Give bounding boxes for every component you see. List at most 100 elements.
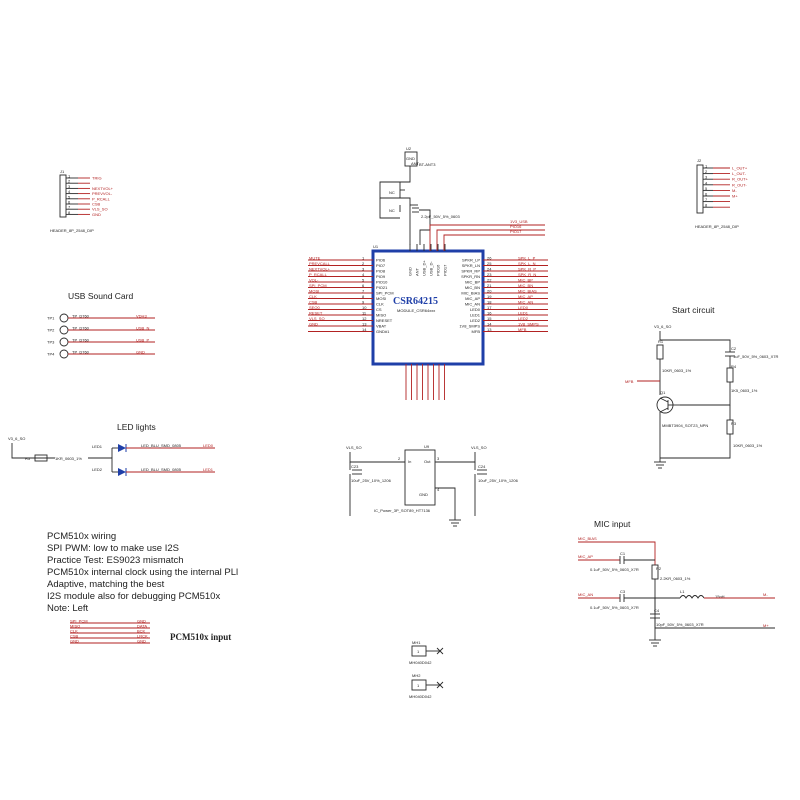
u1-left-pin-number: 7 xyxy=(362,289,365,294)
u1-right-pin-number: 22 xyxy=(487,278,492,283)
j2-net: M+ xyxy=(732,194,738,199)
led1-ref: LED1 xyxy=(92,444,103,449)
u1-right-net: MIC_AP xyxy=(518,294,533,299)
j2-footprint: HEADER_8P_2548_DIP xyxy=(695,224,739,229)
start-circuit-section: Start circuit V3_6_SO R1 10KR_0603_1% C2… xyxy=(625,305,778,469)
u1-left-pin-name: VBAT xyxy=(376,324,387,329)
led-vin: V3_6_SO xyxy=(8,436,25,441)
led1-part: LED_BLU_SMD_0805 xyxy=(141,443,182,448)
u1-right-pin-number: 18 xyxy=(487,300,492,305)
usb-tp-net: GND xyxy=(136,350,145,355)
mic-mminus: M- xyxy=(763,592,768,597)
test-point-icon xyxy=(59,337,69,347)
u1-right-pin-name: SPKR_RP xyxy=(461,269,480,274)
u1-right-pin-number: 26 xyxy=(487,256,492,261)
u1-right-net: LED2 xyxy=(518,316,529,321)
usb-tp-ref: TP1 xyxy=(47,316,55,321)
u1-left-net: NEXTVOL+ xyxy=(309,267,331,272)
mic-input-section: MIC input MIC_BIAS MIC_AP C1 0.1uF_50V_5… xyxy=(578,519,775,647)
r5-value: 1KR_0603_1% xyxy=(55,456,82,461)
u1-left-pin-name: PIO7 xyxy=(376,263,386,268)
mh1-part: MH040D042 xyxy=(409,660,432,665)
u1-left-net: VLS_SO xyxy=(309,316,325,321)
j2-net: L_OUT+ xyxy=(732,166,748,171)
c-nc1: NC xyxy=(389,190,395,195)
u1-ref: U1 xyxy=(373,244,379,249)
u9-pin-in: In xyxy=(408,459,411,464)
u1-right-pin-name: SPKR_RN xyxy=(461,274,480,279)
u1-top-pin-name: PIO17 xyxy=(443,264,448,276)
usb-tp-net: USB_P xyxy=(136,338,149,343)
u1-left-net: SEO0 xyxy=(309,305,320,310)
u1-left-pin-number: 8 xyxy=(362,294,365,299)
u1-right-pin-number: 14 xyxy=(487,322,492,327)
pcm-net-left: MISO xyxy=(70,624,80,629)
u1-left-pin-number: 9 xyxy=(362,300,365,305)
u1-right-pin-number: 21 xyxy=(487,283,492,288)
pcm-net-left: CSB xyxy=(70,634,79,639)
u1-top-net-3: PIO17 xyxy=(510,229,522,234)
u1-left-net: CLK xyxy=(309,294,317,299)
led-lights-section: LED lights V3_6_SO R5 1KR_0603_1% LED1 L… xyxy=(8,422,215,476)
c1-ref: C1 xyxy=(620,551,626,556)
u1-top-pin-name: PIO16 xyxy=(436,264,441,276)
u9-body xyxy=(404,449,436,506)
u1-right-pin-name: 1V8_SMPS xyxy=(459,324,480,329)
j1-pin-number: 8 xyxy=(68,210,71,215)
pcm-net-right: DATA xyxy=(137,624,147,629)
j1-net: P_RCALL xyxy=(92,196,111,201)
j2-pin-number: 8 xyxy=(705,203,708,208)
u1-right-pin-number: 16 xyxy=(487,311,492,316)
u1-right-pin-name: MIC_BIAS xyxy=(461,291,480,296)
u1-left-pin-name: GND#1 xyxy=(376,329,390,334)
r1-body xyxy=(656,344,664,360)
note-line: PCM510x internal clock using the interna… xyxy=(47,567,238,578)
u1-left-pin-name: PIO10 xyxy=(376,280,388,285)
r2-value: 2.2KR_0603_1% xyxy=(660,576,691,581)
u1-right-net: SPK_L_P xyxy=(518,256,536,261)
u1-left-pin-number: 12 xyxy=(362,316,367,321)
mic-input-title: MIC input xyxy=(594,519,631,529)
pcm-net-right: LRCK xyxy=(137,634,148,639)
u1-right-net: SPK_R_N xyxy=(518,272,536,277)
u1-top-pin-name: GND xyxy=(408,267,413,276)
led2-part: LED_BLU_SMD_0805 xyxy=(141,467,182,472)
c-ant-value: 2.2pF_50V_5%_0603 xyxy=(421,214,460,219)
mic-bias-net: MIC_BIAS xyxy=(578,536,597,541)
u1-sub: MODULE_CSR64xxx xyxy=(397,308,435,313)
r2-ref: R2 xyxy=(656,566,662,571)
j2-pin-number: 2 xyxy=(705,169,708,174)
c3-value: 0.1uF_50V_5%_0603_X7R xyxy=(590,605,639,610)
usb-tp-net: USB_N xyxy=(136,326,149,331)
test-point-icon xyxy=(59,313,69,323)
u1-left-pin-name: SPI_PCM xyxy=(376,291,394,296)
l1-ref: L1 xyxy=(680,589,685,594)
u1-left-pin-name: NRESET xyxy=(376,318,393,323)
r5-ref: R5 xyxy=(25,456,31,461)
usb-tp-ref: TP3 xyxy=(47,340,55,345)
u1-bottom-pins xyxy=(405,364,445,400)
mh2-ref: MH2 xyxy=(412,673,421,678)
u1-right-pin-name: LED1 xyxy=(470,313,481,318)
r5-body xyxy=(34,454,48,462)
u9-part: IC_Power_3P_SOT89_HT7136 xyxy=(374,508,431,513)
u1-left-pin-name: PIO9 xyxy=(376,274,386,279)
u9-ref: U9 xyxy=(424,444,430,449)
u1-left-net: P_RCALL xyxy=(309,272,328,277)
mounting-hole-1: MH1 1 MH040D042 xyxy=(409,640,444,665)
j1-net: PREVVOL- xyxy=(92,191,113,196)
u1-left-pin-name: CLK xyxy=(376,302,384,307)
usb-sound-card-title: USB Sound Card xyxy=(68,291,133,301)
led-net-1: LED0 xyxy=(203,443,214,448)
u1-left-pin-name: MOSI xyxy=(376,296,386,301)
note-line: PCM510x wiring xyxy=(47,531,116,542)
u1-left-pin-number: 6 xyxy=(362,283,365,288)
r4-value: 1K5_0603_1% xyxy=(731,388,758,393)
c24-ref: C24 xyxy=(478,464,486,469)
r4-ref: R4 xyxy=(731,364,737,369)
u1-right-pin-name: SPKR_LP xyxy=(462,258,480,263)
u1-right-pin-name: MIC_BN xyxy=(465,285,480,290)
usb-tp-part: TP_D760 xyxy=(72,326,90,331)
note-line: I2S module also for debugging PCM510x xyxy=(47,591,220,602)
